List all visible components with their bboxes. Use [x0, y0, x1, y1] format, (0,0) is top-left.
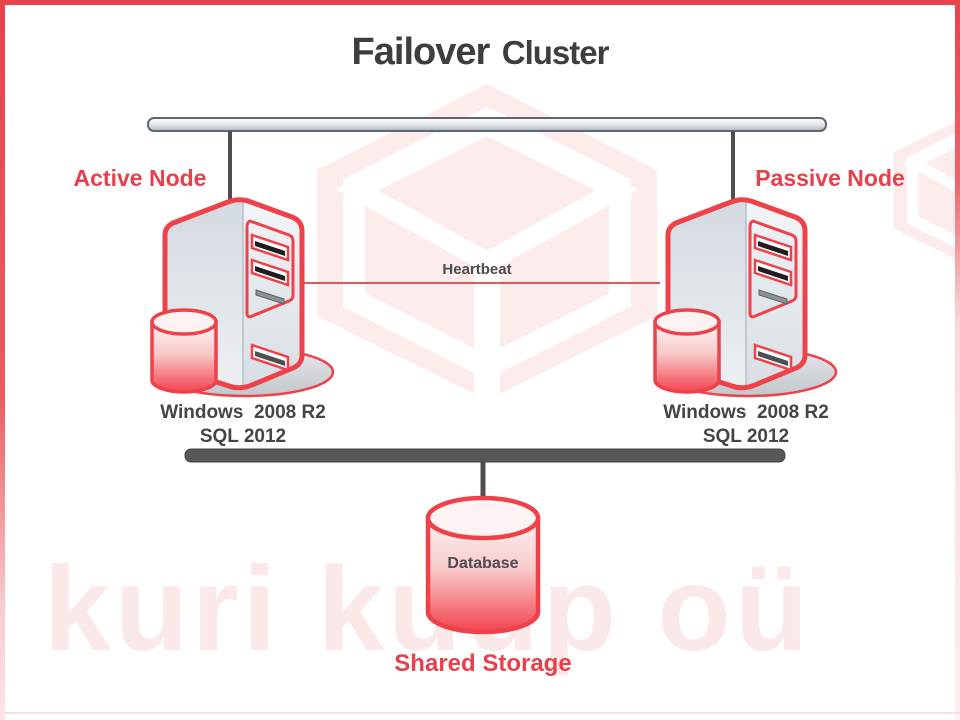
frame-border-top	[0, 0, 960, 5]
server-icon-active	[152, 199, 333, 396]
storage-bus-bar	[184, 448, 786, 463]
frame-border-left	[0, 0, 5, 720]
database-cylinder-icon	[425, 495, 541, 635]
network-bus-bar	[147, 117, 827, 132]
frame-border-right	[955, 0, 960, 720]
server-icon-passive	[655, 199, 836, 396]
frame-border-bottom	[0, 712, 960, 714]
